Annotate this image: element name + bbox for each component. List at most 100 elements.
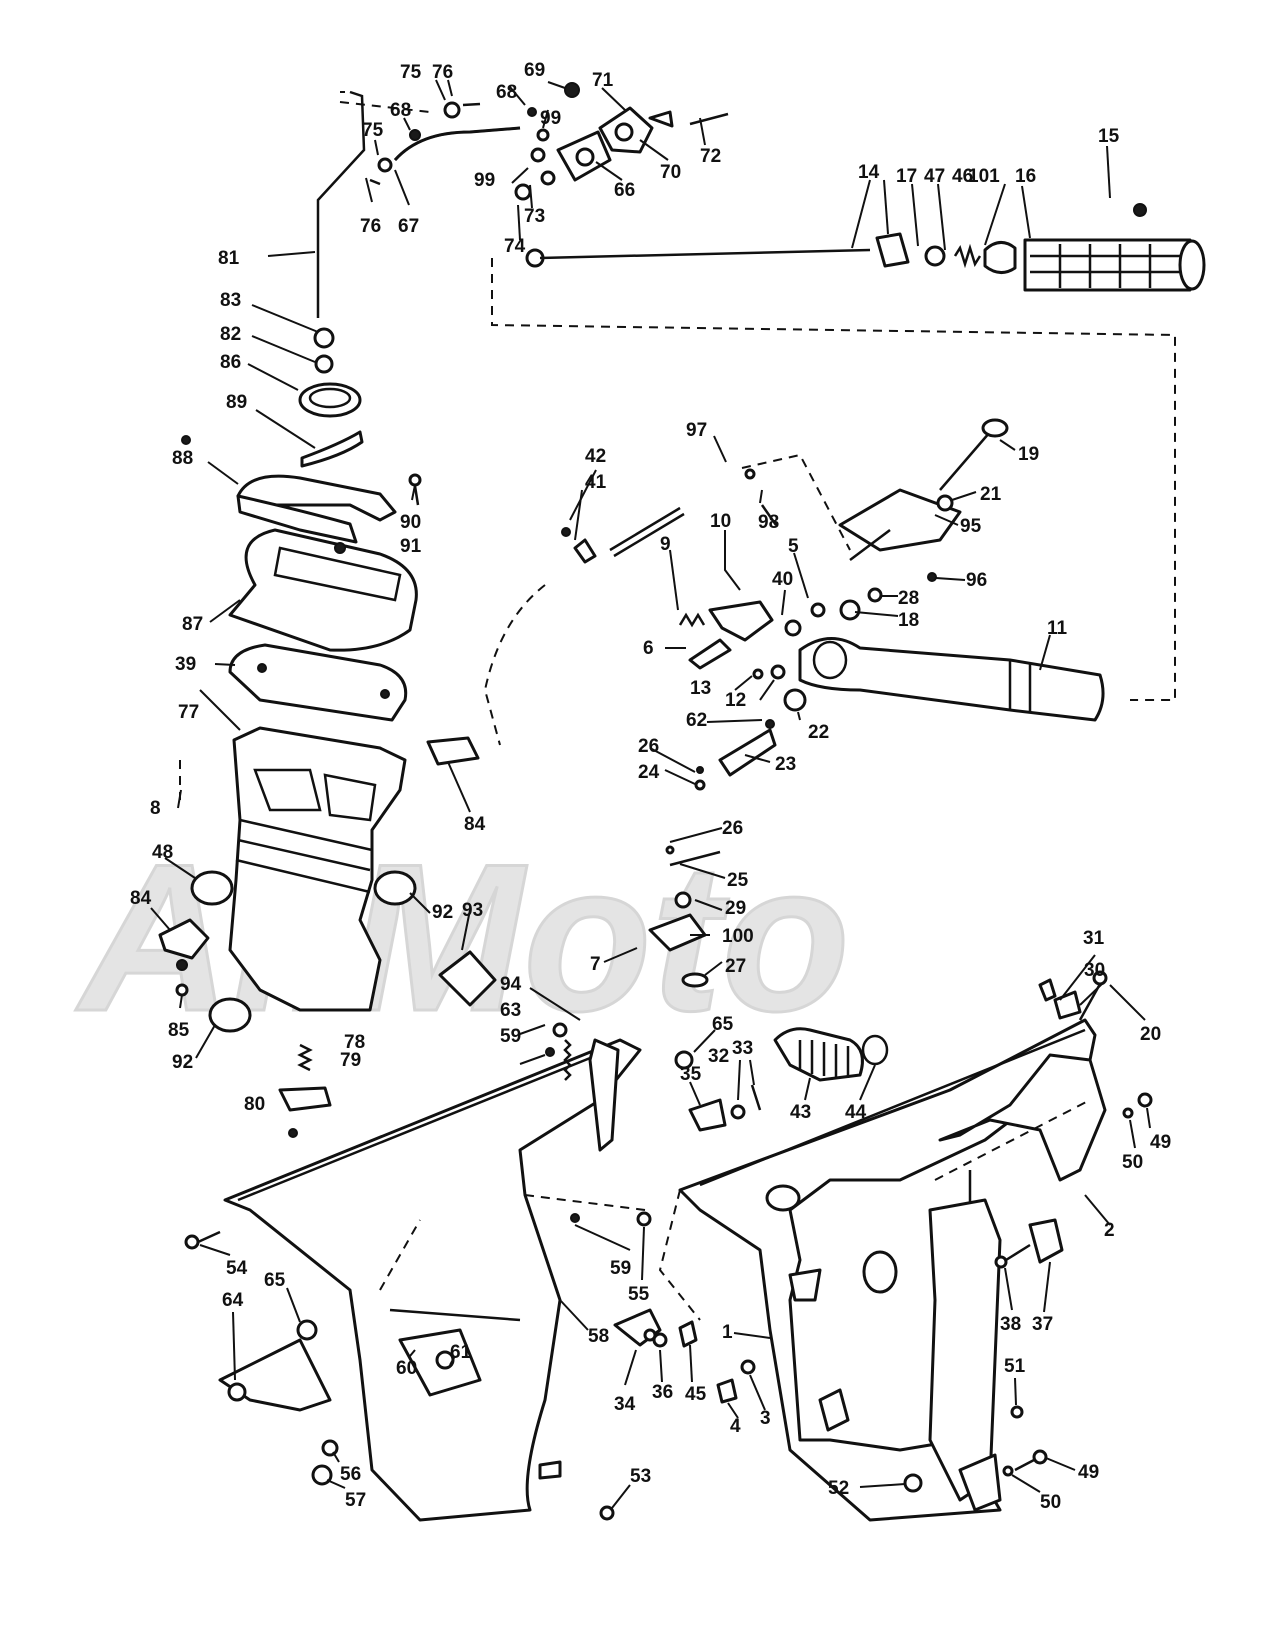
callout-3: 3	[760, 1408, 771, 1429]
callout-76b: 76	[360, 216, 381, 237]
callout-86: 86	[220, 352, 241, 373]
callout-12: 12	[725, 690, 746, 711]
callout-35: 35	[680, 1064, 702, 1085]
callout-66: 66	[614, 180, 635, 201]
callout-96: 96	[966, 570, 987, 591]
callout-32: 32	[708, 1046, 729, 1067]
callout-50b: 50	[1040, 1492, 1061, 1513]
callout-43: 43	[790, 1102, 811, 1123]
callout-46: 46	[952, 166, 973, 187]
callout-58: 58	[588, 1326, 609, 1347]
callout-22: 22	[808, 722, 829, 743]
callout-25: 25	[727, 870, 749, 891]
callout-83: 83	[220, 290, 241, 311]
callout-49a: 49	[1150, 1132, 1171, 1153]
callout-77: 77	[178, 702, 199, 723]
callout-53: 53	[630, 1466, 651, 1487]
callout-92b: 92	[172, 1052, 193, 1073]
callout-2: 2	[1104, 1220, 1115, 1241]
callout-11: 11	[1047, 618, 1068, 639]
callout-70: 70	[660, 162, 681, 183]
callout-26b: 26	[722, 818, 743, 839]
callout-14: 14	[858, 162, 880, 183]
callout-15: 15	[1098, 126, 1120, 147]
callout-52: 52	[828, 1478, 849, 1499]
callout-44: 44	[845, 1102, 867, 1123]
leader-lines	[150, 79, 1151, 1509]
throttle-shaft-grip	[491, 203, 1206, 701]
callout-60: 60	[396, 1358, 417, 1379]
callout-7: 7	[590, 954, 601, 975]
callout-42: 42	[585, 446, 606, 467]
callout-51: 51	[1004, 1356, 1026, 1377]
callout-81: 81	[218, 248, 240, 269]
callout-50a: 50	[1122, 1152, 1143, 1173]
callout-33: 33	[732, 1038, 753, 1059]
callout-27: 27	[725, 956, 746, 977]
callout-74: 74	[504, 236, 526, 257]
callout-65a: 65	[712, 1014, 734, 1035]
callout-100: 100	[722, 926, 754, 947]
callout-56: 56	[340, 1464, 361, 1485]
callout-34: 34	[614, 1394, 636, 1415]
callout-98: 98	[758, 512, 779, 533]
callout-88: 88	[172, 448, 193, 469]
shift-rod-assembly	[298, 82, 729, 468]
callout-6: 6	[643, 638, 654, 659]
tiller-assembly	[483, 418, 1105, 988]
callout-94: 94	[500, 974, 522, 995]
callout-16: 16	[1015, 166, 1036, 187]
callout-labels: 1 2 3 4 5 6 7 8 9 10 11 12 13 14 15 16 1…	[130, 60, 1171, 1513]
callout-10: 10	[710, 511, 731, 532]
callout-68a: 68	[390, 100, 411, 121]
callout-4: 4	[730, 1416, 741, 1437]
callout-40: 40	[772, 569, 793, 590]
callout-79: 79	[340, 1050, 361, 1071]
callout-78: 78	[344, 1032, 365, 1053]
callout-72: 72	[700, 146, 721, 167]
callout-99a: 99	[540, 108, 561, 129]
lower-cover-right	[599, 970, 1153, 1522]
callout-80: 80	[244, 1094, 265, 1115]
callout-97: 97	[686, 420, 707, 441]
callout-48: 48	[152, 842, 173, 863]
callout-29: 29	[725, 898, 746, 919]
callout-101: 101	[968, 166, 1000, 187]
callout-99b: 99	[474, 170, 495, 191]
callout-84a: 84	[464, 814, 486, 835]
callout-54: 54	[226, 1258, 248, 1279]
callout-62: 62	[686, 710, 707, 731]
callout-87: 87	[182, 614, 203, 635]
callout-69: 69	[524, 60, 545, 81]
callout-89: 89	[226, 392, 247, 413]
callout-90: 90	[400, 512, 421, 533]
callout-28: 28	[898, 588, 919, 609]
callout-47: 47	[924, 166, 945, 187]
callout-17: 17	[896, 166, 917, 187]
callout-9: 9	[660, 534, 671, 555]
callout-64: 64	[222, 1290, 244, 1311]
callout-95: 95	[960, 516, 982, 537]
callout-91: 91	[400, 536, 422, 557]
callout-18: 18	[898, 610, 919, 631]
callout-21: 21	[980, 484, 1002, 505]
callout-19: 19	[1018, 444, 1039, 465]
callout-37: 37	[1032, 1314, 1053, 1335]
callout-13: 13	[690, 678, 711, 699]
callout-82: 82	[220, 324, 241, 345]
callout-1: 1	[722, 1322, 733, 1343]
callout-61: 61	[450, 1342, 472, 1363]
callout-76a: 76	[432, 62, 453, 83]
callout-24: 24	[638, 762, 660, 783]
callout-65b: 65	[264, 1270, 286, 1291]
watermark-text: AllMoto	[75, 820, 850, 1055]
callout-45: 45	[685, 1384, 707, 1405]
callout-31: 31	[1083, 928, 1105, 949]
callout-39: 39	[175, 654, 196, 675]
callout-36: 36	[652, 1382, 673, 1403]
callout-93: 93	[462, 900, 483, 921]
callout-71: 71	[592, 70, 614, 91]
callout-68b: 68	[496, 82, 517, 103]
callout-5: 5	[788, 536, 799, 557]
